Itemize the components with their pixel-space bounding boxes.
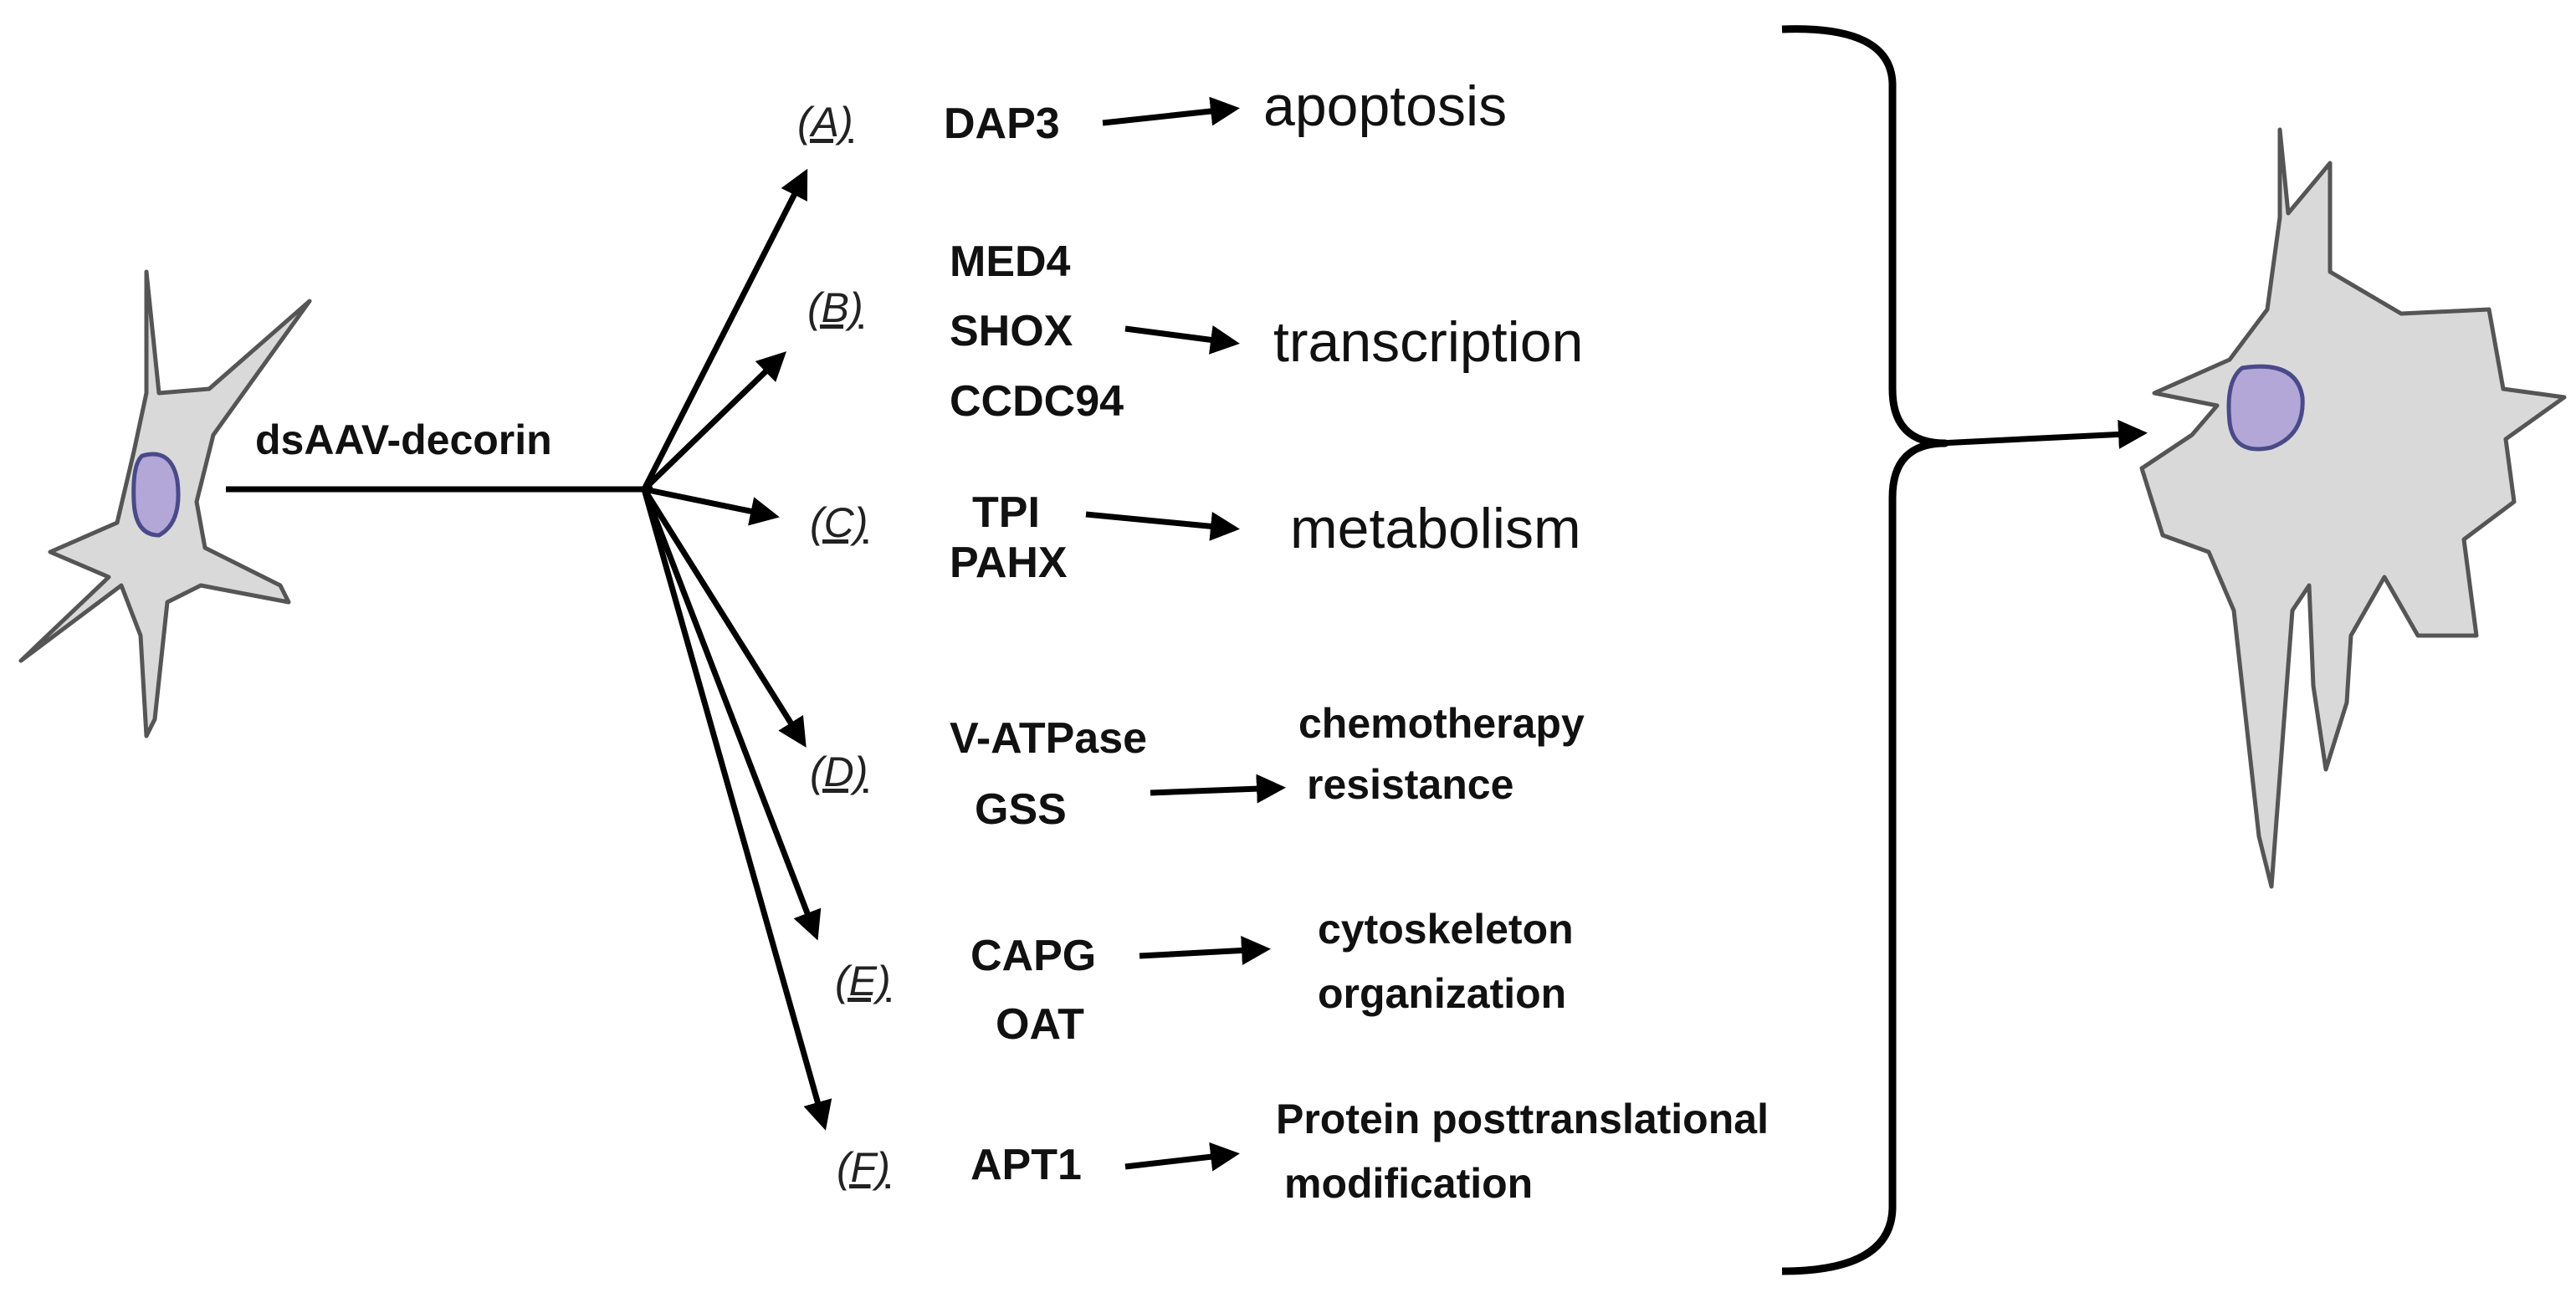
- resulting-cell: [2139, 127, 2567, 889]
- gene-name: V-ATPase: [950, 714, 1147, 763]
- resulting-cell-body: [2139, 127, 2567, 889]
- branch-e: (E) CAPG OAT cytoskeleton organization: [835, 906, 1574, 1049]
- branch-b: (B) MED4 SHOX CCDC94 transcription: [807, 238, 1583, 426]
- fan-arrow-d: [642, 488, 807, 748]
- result-arrow: [1938, 419, 2148, 449]
- treatment-label: dsAAV-decorin: [255, 416, 552, 463]
- process-name: Protein posttranslational: [1276, 1096, 1769, 1142]
- branch-f: (F) APT1 Protein posttranslational modif…: [837, 1096, 1769, 1207]
- gene-name: SHOX: [950, 307, 1073, 355]
- process-arrow: [1085, 511, 1240, 541]
- fan-arrow-b: [642, 351, 787, 492]
- fan-arrow-c: [643, 486, 780, 526]
- fan-arrow-a: [641, 168, 808, 491]
- resulting-cell-nucleus: [2226, 364, 2305, 452]
- gene-name: CAPG: [970, 932, 1096, 980]
- branch-label: (B): [807, 284, 863, 331]
- gene-name: TPI: [972, 488, 1040, 537]
- initial-cell: [18, 269, 312, 738]
- gene-name: CCDC94: [950, 377, 1124, 426]
- process-name: resistance: [1307, 761, 1513, 808]
- fan-arrow-e: [641, 488, 822, 941]
- process-name: metabolism: [1290, 497, 1581, 560]
- branch-label: (D): [810, 749, 868, 795]
- gene-name: DAP3: [944, 100, 1060, 148]
- branch-label: (E): [835, 958, 891, 1004]
- process-arrow: [1139, 936, 1271, 965]
- branch-a: (A) DAP3 apoptosis: [797, 74, 1507, 148]
- process-name: modification: [1284, 1160, 1533, 1207]
- process-arrow: [1124, 1142, 1240, 1172]
- converging-bracket: [1781, 25, 1949, 1275]
- branch-label: (F): [837, 1144, 890, 1191]
- process-arrow: [1124, 325, 1240, 355]
- process-name: chemotherapy: [1298, 700, 1585, 747]
- branch-label: (C): [810, 499, 868, 546]
- fan-arrows: [641, 168, 832, 1131]
- branch-label: (A): [797, 99, 853, 146]
- gene-name: OAT: [996, 1000, 1084, 1049]
- gene-name: GSS: [975, 785, 1067, 834]
- process-name: organization: [1318, 970, 1566, 1017]
- process-name: cytoskeleton: [1318, 906, 1574, 953]
- fan-arrow-f: [641, 488, 832, 1131]
- process-name: apoptosis: [1263, 74, 1507, 138]
- gene-name: MED4: [950, 238, 1071, 286]
- process-arrow: [1102, 96, 1240, 126]
- process-name: transcription: [1273, 310, 1583, 374]
- process-arrow: [1150, 774, 1286, 804]
- gene-name: PAHX: [950, 539, 1068, 587]
- branch-c: (C) TPI PAHX metabolism: [810, 488, 1581, 587]
- gene-name: APT1: [970, 1141, 1082, 1189]
- branch-d: (D) V-ATPase GSS chemotherapy resistance: [810, 700, 1585, 834]
- initial-cell-nucleus: [131, 452, 181, 538]
